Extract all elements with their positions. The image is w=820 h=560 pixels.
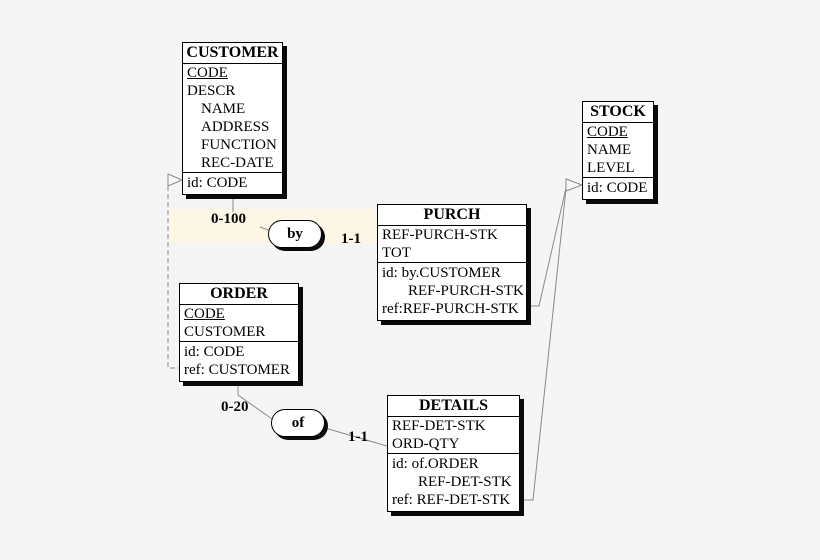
identifier: ref:REF-PURCH-STK [382, 301, 519, 317]
attribute-list: REF-DET-STK ORD-QTY [388, 417, 519, 453]
attribute: LEVEL [587, 160, 635, 176]
entity-customer[interactable]: CUSTOMER CODE DESCR NAME ADDRESS FUNCTIO… [182, 42, 283, 195]
identifier: id: of.ORDER [392, 456, 479, 472]
cardinality-by-customer: 0-100 [211, 211, 246, 227]
attribute: ADDRESS [201, 119, 270, 135]
attribute: CODE [187, 65, 228, 81]
connector-purch-stock [527, 187, 567, 307]
entity-stock[interactable]: STOCK CODE NAME LEVEL id: CODE [582, 101, 654, 200]
connector-details-stock [520, 188, 567, 501]
connector-order-customer-dashed [167, 186, 179, 369]
attribute-list: CODE NAME LEVEL [583, 123, 653, 177]
identifier: id: CODE [187, 175, 248, 191]
cardinality-of-details: 1-1 [348, 429, 368, 445]
relationship-label: by [287, 226, 303, 242]
entity-order[interactable]: ORDER CODE CUSTOMER id: CODE ref: CUSTOM… [179, 283, 299, 382]
attribute: ORD-QTY [392, 436, 460, 452]
entity-purch[interactable]: PURCH REF-PURCH-STK TOT id: by.CUSTOMER … [377, 204, 527, 321]
attribute: REF-PURCH-STK [382, 227, 498, 243]
attribute-list: CODE CUSTOMER [180, 305, 298, 341]
identifier: id: by.CUSTOMER [382, 265, 501, 281]
identifier: id: CODE [184, 344, 245, 360]
identifier: REF-DET-STK [418, 474, 512, 490]
relationship-label: of [291, 415, 305, 431]
identifier-group: id: CODE [583, 177, 653, 199]
identifier: id: CODE [587, 180, 648, 196]
cardinality-of-order: 0-20 [221, 399, 249, 415]
attribute: CUSTOMER [184, 324, 266, 340]
identifier-group: id: by.CUSTOMER REF-PURCH-STK ref:REF-PU… [378, 262, 526, 320]
relationship-of-oval[interactable]: of [271, 409, 325, 437]
identifier-group: id: CODE ref: CUSTOMER [180, 341, 298, 381]
identifier: ref: REF-DET-STK [392, 492, 511, 508]
identifier: ref: CUSTOMER [184, 362, 290, 378]
id-arrow-icon [167, 173, 184, 187]
entity-title: STOCK [583, 102, 653, 123]
attribute: REF-DET-STK [392, 418, 486, 434]
cardinality-by-purch: 1-1 [341, 231, 361, 247]
entity-title: CUSTOMER [183, 43, 282, 64]
attribute: CODE [184, 306, 225, 322]
attribute-list: CODE DESCR NAME ADDRESS FUNCTION REC-DAT… [183, 64, 282, 172]
connector-of-details [324, 427, 388, 447]
entity-details[interactable]: DETAILS REF-DET-STK ORD-QTY id: of.ORDER… [387, 395, 520, 512]
attribute: NAME [201, 101, 246, 117]
id-arrow-icon [565, 178, 584, 192]
attribute: CODE [587, 124, 628, 140]
identifier-group: id: of.ORDER REF-DET-STK ref: REF-DET-ST… [388, 453, 519, 511]
relationship-by-oval[interactable]: by [268, 220, 322, 248]
attribute: TOT [382, 245, 411, 261]
attribute-list: REF-PURCH-STK TOT [378, 226, 526, 262]
identifier-group: id: CODE [183, 172, 282, 194]
entity-title: PURCH [378, 205, 526, 226]
attribute: FUNCTION [201, 137, 277, 153]
attribute: DESCR [187, 83, 236, 99]
entity-title: ORDER [180, 284, 298, 305]
attribute: REC-DATE [201, 155, 274, 171]
entity-title: DETAILS [388, 396, 519, 417]
attribute: NAME [587, 142, 632, 158]
identifier: REF-PURCH-STK [408, 283, 524, 299]
connector-order-of [237, 378, 273, 420]
